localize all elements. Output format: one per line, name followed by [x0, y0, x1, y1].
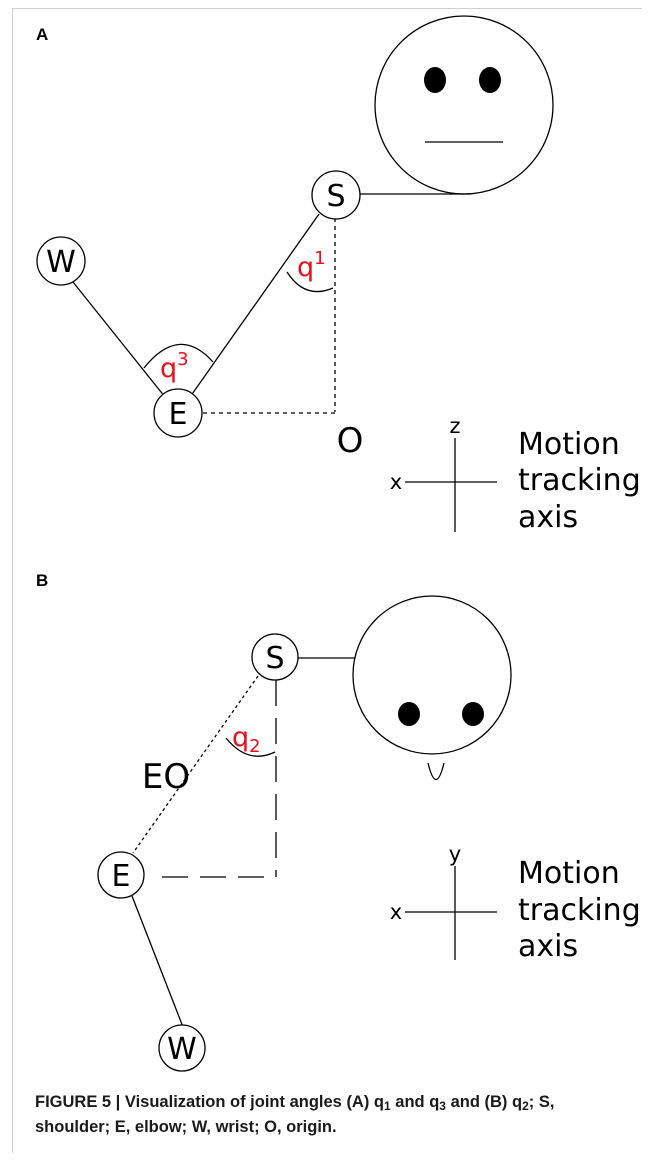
axis-caption-line-1: Motion: [518, 427, 620, 462]
axis-x-label: x: [390, 900, 402, 924]
nose: [427, 762, 445, 781]
panel-b: B S E W EO q2: [36, 571, 641, 1072]
angle-q3-arc: [143, 343, 214, 369]
axis-x-label: x: [390, 470, 402, 494]
figure-caption: FIGURE 5 | Visualization of joint angles…: [35, 1093, 555, 1136]
shoulder-label: S: [326, 179, 345, 214]
figure-frame: [12, 8, 642, 1153]
axis-caption-line-2: tracking: [518, 893, 641, 928]
left-eye: [424, 67, 446, 93]
upper-arm-link: [189, 213, 320, 398]
shoulder-joint: S: [251, 633, 299, 681]
angle-q1-arc: [286, 271, 334, 293]
axis-caption-line-2: tracking: [518, 463, 641, 498]
forearm-link: [72, 281, 166, 398]
shoulder-label: S: [265, 641, 284, 676]
elbow-joint: E: [153, 388, 203, 438]
axis-caption-line-3: axis: [518, 500, 578, 535]
head-outline: [374, 15, 554, 195]
segment-eo-label: EO: [142, 757, 190, 797]
angle-q2-arc: [225, 737, 276, 757]
elbow-label: E: [112, 859, 131, 894]
right-eye: [462, 702, 484, 726]
angle-q2-label: q2: [232, 722, 261, 757]
axis-z-label: z: [449, 414, 460, 438]
motion-tracking-axis-b: x y Motion tracking axis: [390, 842, 641, 964]
forearm-link: [131, 895, 184, 1028]
head-outline: [352, 595, 512, 755]
axis-y-label: y: [449, 842, 461, 866]
panel-a: A S W E O: [36, 15, 641, 535]
wrist-joint: W: [36, 236, 86, 286]
wrist-joint: W: [158, 1024, 206, 1072]
head-front-view: [374, 15, 554, 195]
shoulder-joint: S: [311, 170, 361, 220]
angle-q3-label: q3: [160, 349, 189, 384]
right-eye: [479, 67, 501, 93]
axis-caption-line-3: axis: [518, 929, 578, 964]
origin-label: O: [337, 421, 364, 461]
left-eye: [398, 702, 420, 726]
motion-tracking-axis-a: x z Motion tracking axis: [390, 414, 641, 535]
axis-caption-line-1: Motion: [518, 856, 620, 891]
panel-a-label: A: [36, 25, 48, 44]
angle-q1-label: q1: [297, 248, 326, 283]
shoulder-elbow-dotted-line: [132, 675, 259, 854]
elbow-label: E: [169, 397, 188, 432]
head-top-view: [352, 595, 512, 781]
wrist-label: W: [46, 245, 76, 280]
wrist-label: W: [167, 1032, 197, 1067]
elbow-joint: E: [97, 851, 145, 899]
panel-b-label: B: [36, 571, 48, 590]
